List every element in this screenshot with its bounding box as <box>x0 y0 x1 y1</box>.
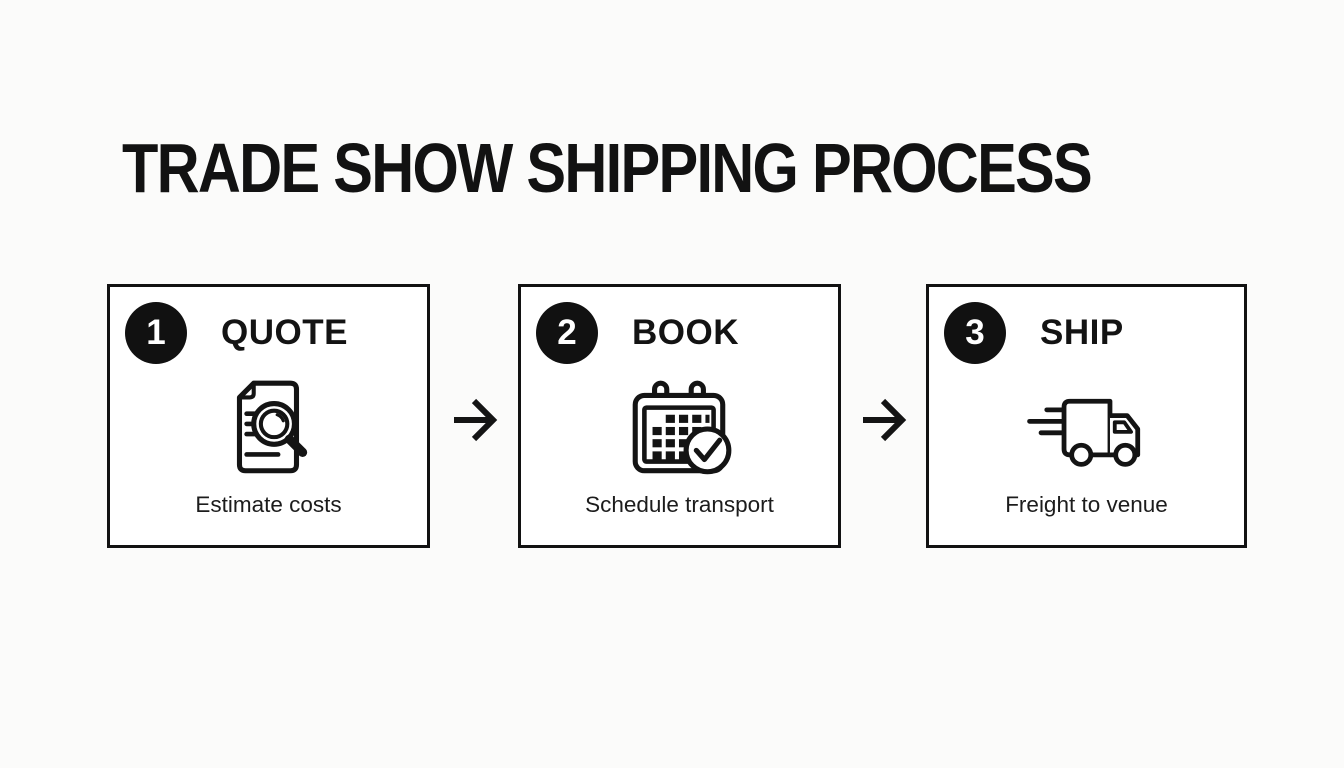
step-box-quote: 1 QUOTE <box>107 284 430 548</box>
step-number-badge: 1 <box>125 302 187 364</box>
step-box-ship: 3 SHIP Frei <box>926 284 1247 548</box>
document-magnifier-icon <box>213 373 325 485</box>
arrow-right-icon <box>451 392 499 448</box>
step-caption: Estimate costs <box>195 492 342 517</box>
step-header: 2 BOOK <box>521 287 838 364</box>
step-box-book: 2 BOOK <box>518 284 841 548</box>
step-caption: Schedule transport <box>585 492 774 517</box>
step-label: BOOK <box>632 313 739 352</box>
step-header: 3 SHIP <box>929 287 1244 364</box>
step-number-badge: 3 <box>944 302 1006 364</box>
step-icon-area <box>110 364 427 492</box>
step-label: SHIP <box>1040 313 1124 352</box>
step-icon-area <box>929 364 1244 492</box>
page-title: TRADE SHOW SHIPPING PROCESS <box>122 129 1093 207</box>
step-label: QUOTE <box>221 313 348 352</box>
calendar-check-icon <box>622 375 738 483</box>
arrow-right-icon <box>860 392 908 448</box>
step-icon-area <box>521 364 838 492</box>
delivery-truck-icon <box>1020 381 1154 477</box>
step-caption: Freight to venue <box>1005 492 1168 517</box>
step-header: 1 QUOTE <box>110 287 427 364</box>
step-number-badge: 2 <box>536 302 598 364</box>
